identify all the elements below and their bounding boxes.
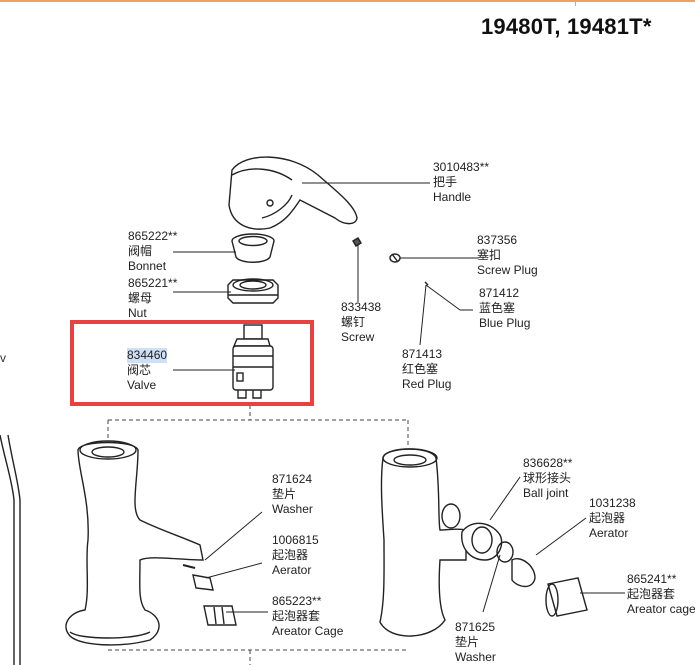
part-code: 871625 <box>455 620 496 634</box>
part-name-en: Red Plug <box>402 377 452 391</box>
part-code: 865222** <box>128 229 178 243</box>
label-aerator-b: 1031238 起泡器 Aerator <box>589 496 636 541</box>
part-name-zh: 起泡器套 <box>627 587 676 601</box>
part-name-zh: 塞扣 <box>477 248 502 262</box>
part-name-zh: 垫片 <box>272 487 297 501</box>
label-nut: 865221** 螺母 Nut <box>128 276 177 321</box>
part-code: 3010483** <box>433 160 490 174</box>
part-name-en: Blue Plug <box>479 316 531 330</box>
part-code: 837356 <box>477 233 518 247</box>
part-name-zh: 蓝色塞 <box>479 301 516 315</box>
part-code: 834460 <box>127 348 168 363</box>
label-handle: 3010483** 把手 Handle <box>433 160 489 205</box>
left-small-parts-drawing <box>182 564 237 626</box>
part-name-en: Aerator <box>589 526 629 540</box>
left-edge-mark: v <box>0 351 6 365</box>
part-name-zh: 球形接头 <box>523 471 572 485</box>
label-ball-joint: 836628** 球形接头 Ball joint <box>523 456 572 501</box>
label-washer-b: 871625 垫片 Washer <box>455 620 496 665</box>
part-code: 865221** <box>128 276 178 290</box>
part-name-zh: 起泡器 <box>272 548 309 562</box>
page-title: 19480T, 19481T* <box>481 14 652 39</box>
part-name-en: Aerator <box>272 563 312 577</box>
top-rule-tick <box>575 0 576 6</box>
part-code: 871624 <box>272 472 313 486</box>
part-name-en: Areator Cage <box>272 624 344 638</box>
part-code: 871412 <box>479 286 520 300</box>
part-name-zh: 阀帽 <box>128 244 153 258</box>
part-name-en: Nut <box>128 306 147 320</box>
label-bonnet: 865222** 阀帽 Bonnet <box>128 229 177 274</box>
part-code: 865223** <box>272 594 322 608</box>
part-code: 1006815 <box>272 533 319 547</box>
label-washer-a: 871624 垫片 Washer <box>272 472 313 517</box>
part-name-zh: 阀芯 <box>127 363 152 377</box>
label-screw: 833438 螺钉 Screw <box>341 300 381 345</box>
part-name-en: Ball joint <box>523 486 569 500</box>
part-name-en: Screw Plug <box>477 263 538 277</box>
small-parts-drawing <box>352 237 429 286</box>
label-aerator-a: 1006815 起泡器 Aerator <box>272 533 319 578</box>
label-red-plug: 871413 红色塞 Red Plug <box>402 347 451 392</box>
part-code: 1031238 <box>589 496 636 510</box>
part-name-zh: 螺母 <box>128 291 153 305</box>
label-valve: 834460 阀芯 Valve <box>127 348 168 393</box>
right-small-parts-drawing <box>461 522 588 617</box>
label-blue-plug: 871412 蓝色塞 Blue Plug <box>479 286 530 331</box>
part-name-zh: 垫片 <box>455 635 480 649</box>
bonnet-drawing <box>231 233 275 263</box>
part-name-en: Valve <box>127 378 157 392</box>
part-name-en: Screw <box>341 330 375 344</box>
label-screw-plug: 837356 塞扣 Screw Plug <box>477 233 538 278</box>
left-faucet-body-drawing <box>65 440 204 646</box>
left-edge-partial-drawing <box>0 434 21 665</box>
part-name-en: Areator cage <box>627 602 695 616</box>
part-name-zh: 螺钉 <box>341 315 366 329</box>
valve-highlight-box <box>70 320 314 406</box>
handle-drawing <box>228 156 358 230</box>
top-rule <box>0 0 695 2</box>
nut-drawing <box>227 278 279 304</box>
part-code: 833438 <box>341 300 382 314</box>
leader-lines-upper <box>173 182 478 371</box>
label-cage-b: 865241** 起泡器套 Areator cage <box>627 572 695 617</box>
part-code: 871413 <box>402 347 443 361</box>
part-code: 836628** <box>523 456 573 470</box>
part-name-en: Bonnet <box>128 259 167 273</box>
part-name-en: Washer <box>272 502 313 516</box>
right-faucet-body-drawing <box>379 448 467 637</box>
leader-lines-lower <box>204 476 625 613</box>
part-name-en: Handle <box>433 190 472 204</box>
part-code: 865241** <box>627 572 677 586</box>
part-name-zh: 红色塞 <box>402 362 439 376</box>
part-name-zh: 起泡器套 <box>272 609 321 623</box>
part-name-zh: 把手 <box>433 175 458 189</box>
label-cage-a: 865223** 起泡器套 Areator Cage <box>272 594 343 639</box>
valve-drawing <box>232 324 274 399</box>
part-name-zh: 起泡器 <box>589 511 626 525</box>
assembly-frame <box>107 405 409 665</box>
part-name-en: Washer <box>455 650 496 664</box>
